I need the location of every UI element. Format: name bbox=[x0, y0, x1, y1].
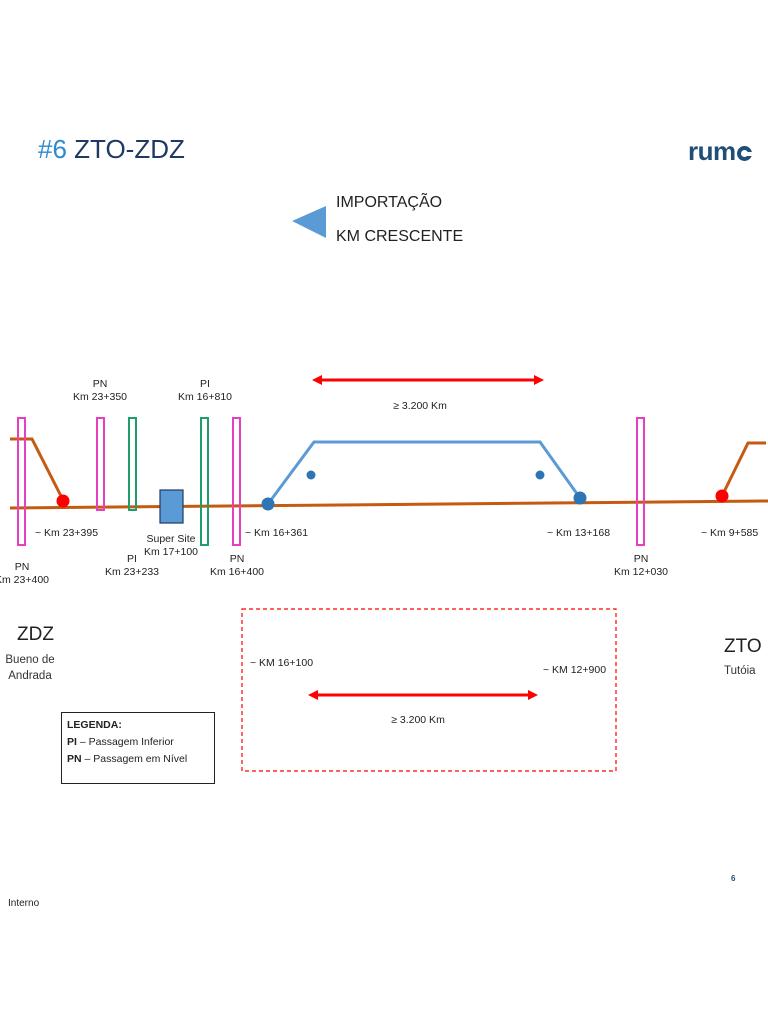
pn-marker-km-16-400 bbox=[232, 417, 241, 546]
station-right-code: ZTO bbox=[724, 636, 762, 657]
crossing-pn-top-label: PN Km 23+350 bbox=[73, 378, 127, 404]
main-track bbox=[9, 499, 768, 510]
crossing-type: PN bbox=[92, 378, 108, 390]
switch-point-km-9-585 bbox=[715, 489, 729, 503]
legend-pn-row: PN – Passagem em Nível bbox=[67, 751, 209, 768]
crossing-type: PI bbox=[200, 378, 210, 390]
rumo-logo: rum bbox=[688, 136, 753, 167]
point-label-km-13-168: ~ Km 13+168 bbox=[547, 527, 611, 539]
logo-text: rum bbox=[688, 136, 736, 166]
pi-marker-km-23-233 bbox=[128, 417, 137, 511]
title-text: ZTO-ZDZ bbox=[66, 134, 185, 164]
label-type: PN bbox=[633, 553, 649, 565]
label-super-site: Super Site Km 17+100 bbox=[144, 533, 198, 559]
direction-arrow-icon bbox=[292, 206, 326, 238]
station-left-name: Bueno de Andrada bbox=[5, 652, 54, 684]
point-label-km-9-585: ~ Km 9+585 bbox=[701, 527, 759, 539]
bottom-span-label: ≥ 3.200 Km bbox=[391, 714, 445, 726]
alternative-section-box bbox=[241, 608, 617, 772]
bottom-span-arrow bbox=[308, 690, 538, 700]
logo-o-icon bbox=[736, 146, 753, 161]
label-km: Km 17+100 bbox=[144, 546, 198, 558]
page-number: 6 bbox=[731, 874, 736, 883]
point-label-km-23-395: ~ Km 23+395 bbox=[35, 527, 99, 539]
direction-line-2: KM CRESCENTE bbox=[336, 228, 464, 245]
crossing-km: Km 16+810 bbox=[178, 391, 232, 403]
direction-line-1: IMPORTAÇÃO bbox=[336, 194, 443, 211]
right-branch-track bbox=[720, 441, 766, 497]
legend-pn-abbr: PN bbox=[67, 753, 82, 765]
top-span-label: ≥ 3.200 Km bbox=[393, 400, 447, 412]
pn-marker-km-12-030 bbox=[636, 417, 645, 546]
label-pn-km-23-400: PN Km 23+400 bbox=[0, 561, 49, 587]
station-right-name: Tutóia bbox=[724, 665, 756, 677]
label-type: PN bbox=[229, 553, 245, 565]
point-label-km-16-361: ~ Km 16+361 bbox=[245, 527, 309, 539]
label-pn-km-12-030: PN Km 12+030 bbox=[614, 553, 668, 579]
crossing-km: Km 23+350 bbox=[73, 391, 127, 403]
pi-marker-km-16-810 bbox=[200, 417, 209, 546]
legend-pi-desc: – Passagem Inferior bbox=[76, 736, 174, 748]
siding-track bbox=[266, 440, 582, 505]
siding-signal-left bbox=[306, 470, 316, 480]
box-right-km: ~ KM 12+900 bbox=[543, 664, 607, 676]
switch-point-km-13-168 bbox=[573, 491, 587, 505]
legend-pi-abbr: PI bbox=[67, 736, 77, 748]
pn-marker-km-23-400 bbox=[17, 417, 26, 546]
label-km: Km 12+030 bbox=[614, 566, 668, 578]
switch-point-km-23-395 bbox=[56, 494, 70, 508]
top-span-arrow bbox=[312, 375, 544, 385]
label-km: Km 23+400 bbox=[0, 574, 49, 586]
label-km: Km 16+400 bbox=[210, 566, 264, 578]
switch-point-km-16-361 bbox=[261, 497, 275, 511]
station-left-code: ZDZ bbox=[17, 624, 54, 645]
classification-label: Interno bbox=[8, 898, 40, 909]
legend-title: LEGENDA: bbox=[67, 719, 122, 731]
siding-signal-right bbox=[535, 470, 545, 480]
label-km: Km 23+233 bbox=[105, 566, 159, 578]
label-type: Super Site bbox=[146, 533, 196, 545]
label-type: PN bbox=[14, 561, 30, 573]
label-pi-km-23-233: PI Km 23+233 bbox=[105, 553, 159, 579]
crossing-pi-top-label: PI Km 16+810 bbox=[178, 378, 232, 404]
legend-pn-desc: – Passagem em Nível bbox=[81, 753, 188, 765]
title-number: #6 bbox=[38, 134, 67, 164]
legend-pi-row: PI – Passagem Inferior bbox=[67, 734, 209, 751]
pn-marker-km-23-350 bbox=[96, 417, 105, 511]
station-left-name-2: Andrada bbox=[8, 670, 52, 682]
legend-box: LEGENDA: PI – Passagem Inferior PN – Pas… bbox=[61, 712, 215, 784]
box-left-km: ~ KM 16+100 bbox=[250, 657, 314, 669]
page-title: #6 ZTO-ZDZ bbox=[38, 134, 185, 165]
label-type: PI bbox=[127, 553, 137, 565]
label-pn-km-16-400: PN Km 16+400 bbox=[210, 553, 264, 579]
station-left-name-1: Bueno de bbox=[5, 654, 55, 666]
super-site-icon bbox=[159, 489, 184, 524]
